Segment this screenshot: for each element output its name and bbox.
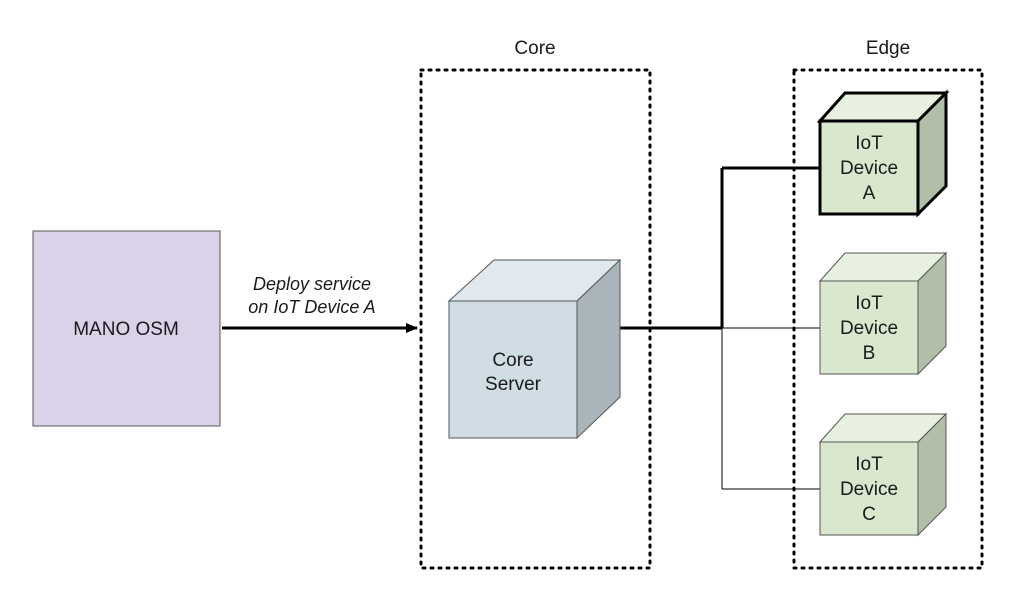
device-b-label-line2: Device: [840, 318, 898, 339]
device-a-label-line3: A: [863, 183, 876, 204]
core-server-label-line2: Server: [485, 374, 542, 395]
connector-lines: [620, 166, 820, 490]
edge-group-title: Edge: [866, 38, 910, 59]
device-a-front: [818, 119, 920, 216]
core-server-label-line1: Core: [492, 350, 533, 371]
mano-osm-box: [32, 230, 221, 427]
device-c-label-line2: Device: [840, 479, 898, 500]
iot-device-c: IoT Device C: [818, 412, 948, 537]
device-c-label-line1: IoT: [855, 454, 883, 475]
core-server-cube: Core Server: [447, 258, 622, 440]
edge-group-border: [792, 68, 984, 570]
device-c-label-line3: C: [862, 504, 876, 525]
device-b-front: [819, 280, 919, 375]
device-a-label-line2: Device: [840, 158, 898, 179]
deploy-label-line2: on IoT Device A: [248, 297, 375, 317]
core-server-front: [448, 300, 578, 439]
iot-device-a: IoT Device A: [816, 89, 950, 218]
device-b-label-line1: IoT: [855, 293, 883, 314]
device-b-label-line3: B: [863, 343, 876, 364]
device-c-front: [819, 441, 919, 536]
core-group-title: Core: [514, 38, 555, 59]
core-group-border: [419, 68, 652, 570]
iot-device-b: IoT Device B: [818, 251, 948, 376]
deploy-label-line1: Deploy service: [253, 274, 371, 294]
device-a-label-line1: IoT: [855, 133, 883, 154]
mano-osm-label: MANO OSM: [73, 319, 179, 340]
